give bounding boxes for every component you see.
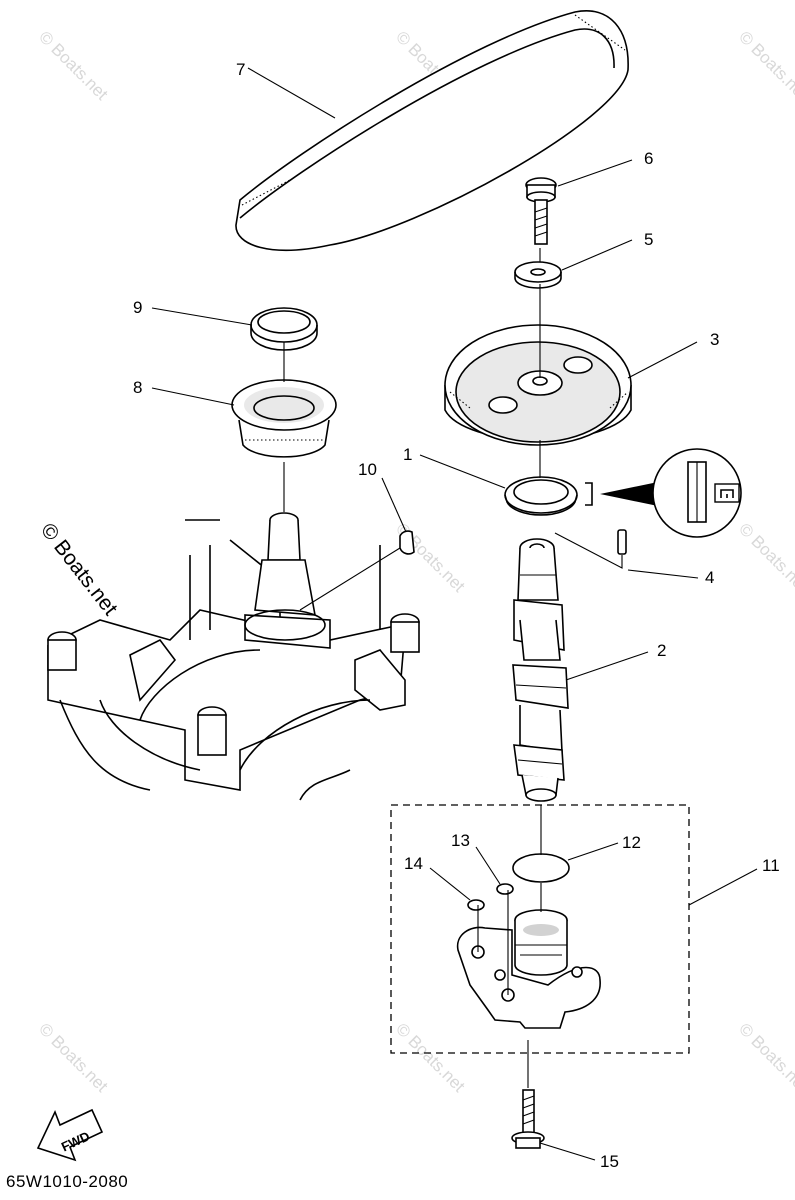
callout-13: 13 [451,831,470,850]
oil-pump [456,890,601,1029]
callout-14: 14 [404,854,423,873]
camshaft [512,538,569,802]
callout-6: 6 [644,149,653,168]
callout-8: 8 [133,378,142,397]
leader-lines [151,67,758,1161]
fwd-arrow-icon: FWD [36,1108,104,1162]
callouts: 7 6 5 3 9 8 10 1 4 2 12 11 13 14 15 [133,60,780,1171]
callout-5: 5 [644,230,653,249]
watermark: © Boats.net [735,27,795,104]
watermark: © Boats.net [35,1019,112,1096]
pin-line [554,532,623,569]
timing-belt [235,10,629,252]
drive-pulley [231,379,337,458]
callout-3: 3 [710,330,719,349]
callout-4: 4 [705,568,714,587]
pulley-bolt [525,177,557,245]
callout-11: 11 [762,856,780,875]
driven-pulley [444,324,632,446]
o-ring-large [512,853,570,883]
callout-9: 9 [133,298,142,317]
oil-pump-bolt [511,1089,545,1149]
seal-detail-inset [585,448,742,538]
o-ring-13 [496,883,514,895]
oil-pump-assembly-box [390,804,690,1054]
watermark: © Boats.net [735,519,795,596]
callout-1: 1 [403,445,412,464]
woodruff-key [399,530,415,555]
copyright-notice: © Boats.net [36,519,122,620]
callout-15: 15 [600,1152,619,1171]
camshaft-oil-seal [504,476,578,516]
callout-12: 12 [622,833,641,852]
dowel-pin [617,529,627,555]
o-ring-14 [467,899,485,911]
callout-2: 2 [657,641,666,660]
watermark: © Boats.net [35,27,112,104]
watermark: © Boats.net [392,1019,469,1096]
watermark: © Boats.net [392,519,469,596]
callout-10: 10 [358,460,377,479]
watermark: © Boats.net [735,1019,795,1096]
assembly-centerlines [283,248,542,1088]
callout-7: 7 [236,60,245,79]
cylinder-block [47,512,420,801]
diagram-code: 65W1010-2080 [6,1172,129,1191]
washer [514,261,562,289]
